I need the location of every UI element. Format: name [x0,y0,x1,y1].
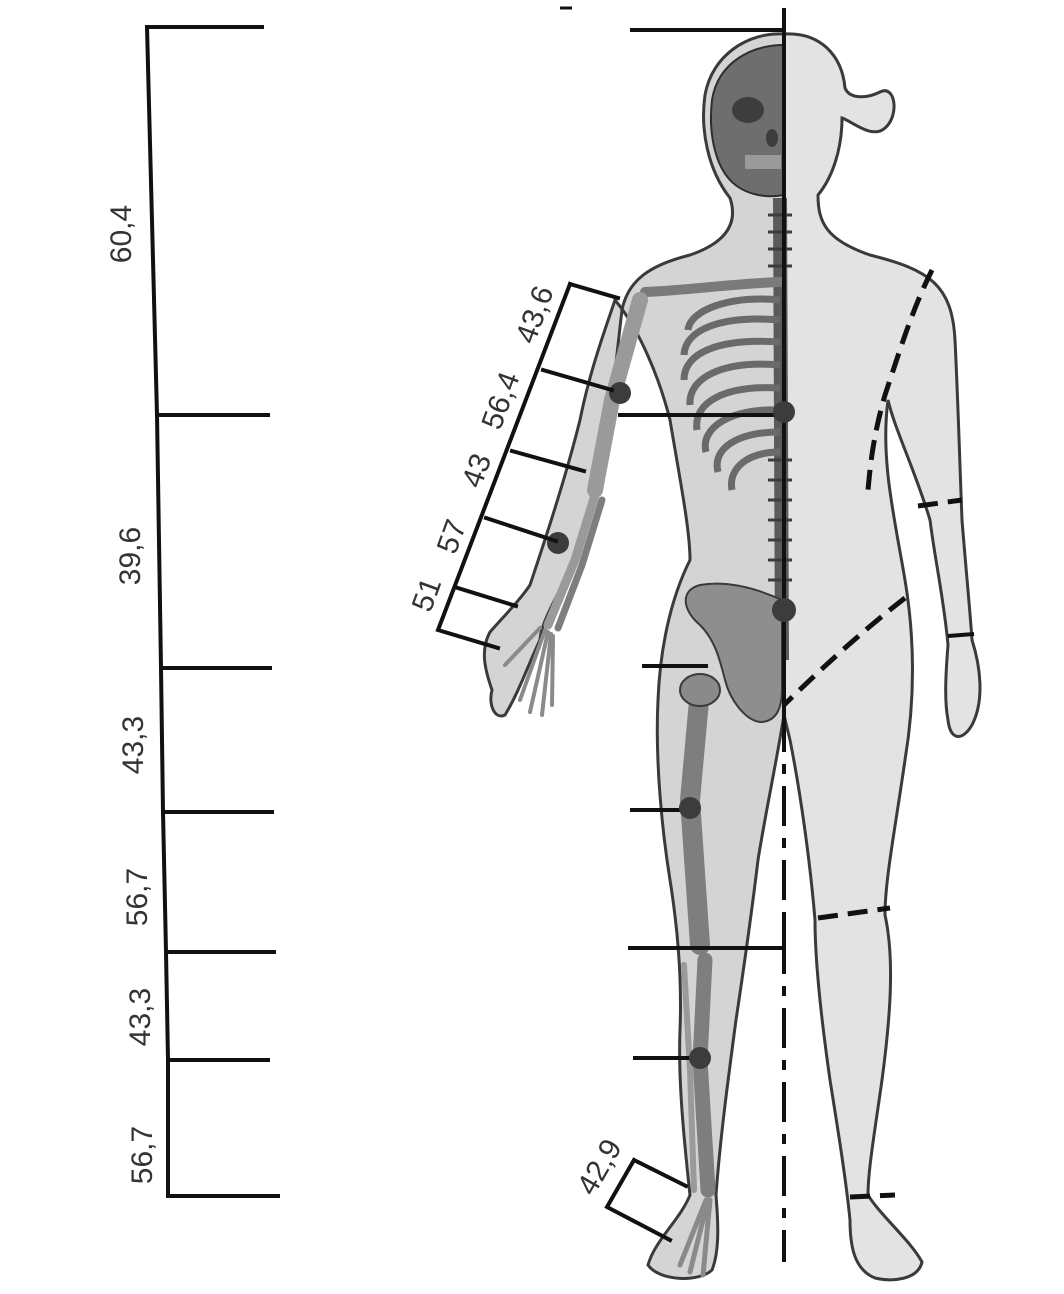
scale-label-shank-upper: 43,3 [124,988,157,1046]
scale-label-shank-lower: 56,7 [126,1126,159,1184]
body-silhouette [784,34,980,1280]
arm-label-hand: 51 [406,573,448,616]
arm-tick-shoulder [570,284,618,298]
scale-label-head-trunk: 60,4 [105,205,138,263]
ankle-dashed-line [850,1195,895,1197]
com-dot-trunk-upper [773,401,795,423]
left-segment-scale [147,27,278,1196]
com-dot-shank [689,1047,711,1069]
com-dot-trunk-lower [772,598,796,622]
wrist-mark [948,634,974,636]
body-figure [484,34,980,1280]
nose-cavity [766,129,778,147]
left-scale-labels: 60,4 39,6 43,3 56,7 43,3 56,7 [105,205,159,1184]
teeth [745,155,781,169]
com-dot-thigh [679,797,701,819]
arm-label-upper-arm-proximal: 43,6 [510,282,561,348]
arm-tick-forearm-com [486,518,556,541]
com-dot-upper-arm [609,382,631,404]
arm-tick-wrist [458,588,516,606]
foot-label: 42,9 [571,1134,629,1201]
scale-label-upper-trunk: 39,6 [114,527,147,585]
femur-head [680,674,720,706]
scale-label-thigh-lower: 56,7 [121,868,154,926]
com-dot-forearm [547,532,569,554]
tibia [700,960,708,1190]
eye-socket [732,97,764,123]
arm-label-upper-arm-distal: 56,4 [476,368,527,434]
scale-label-thigh-upper: 43,3 [117,716,150,774]
